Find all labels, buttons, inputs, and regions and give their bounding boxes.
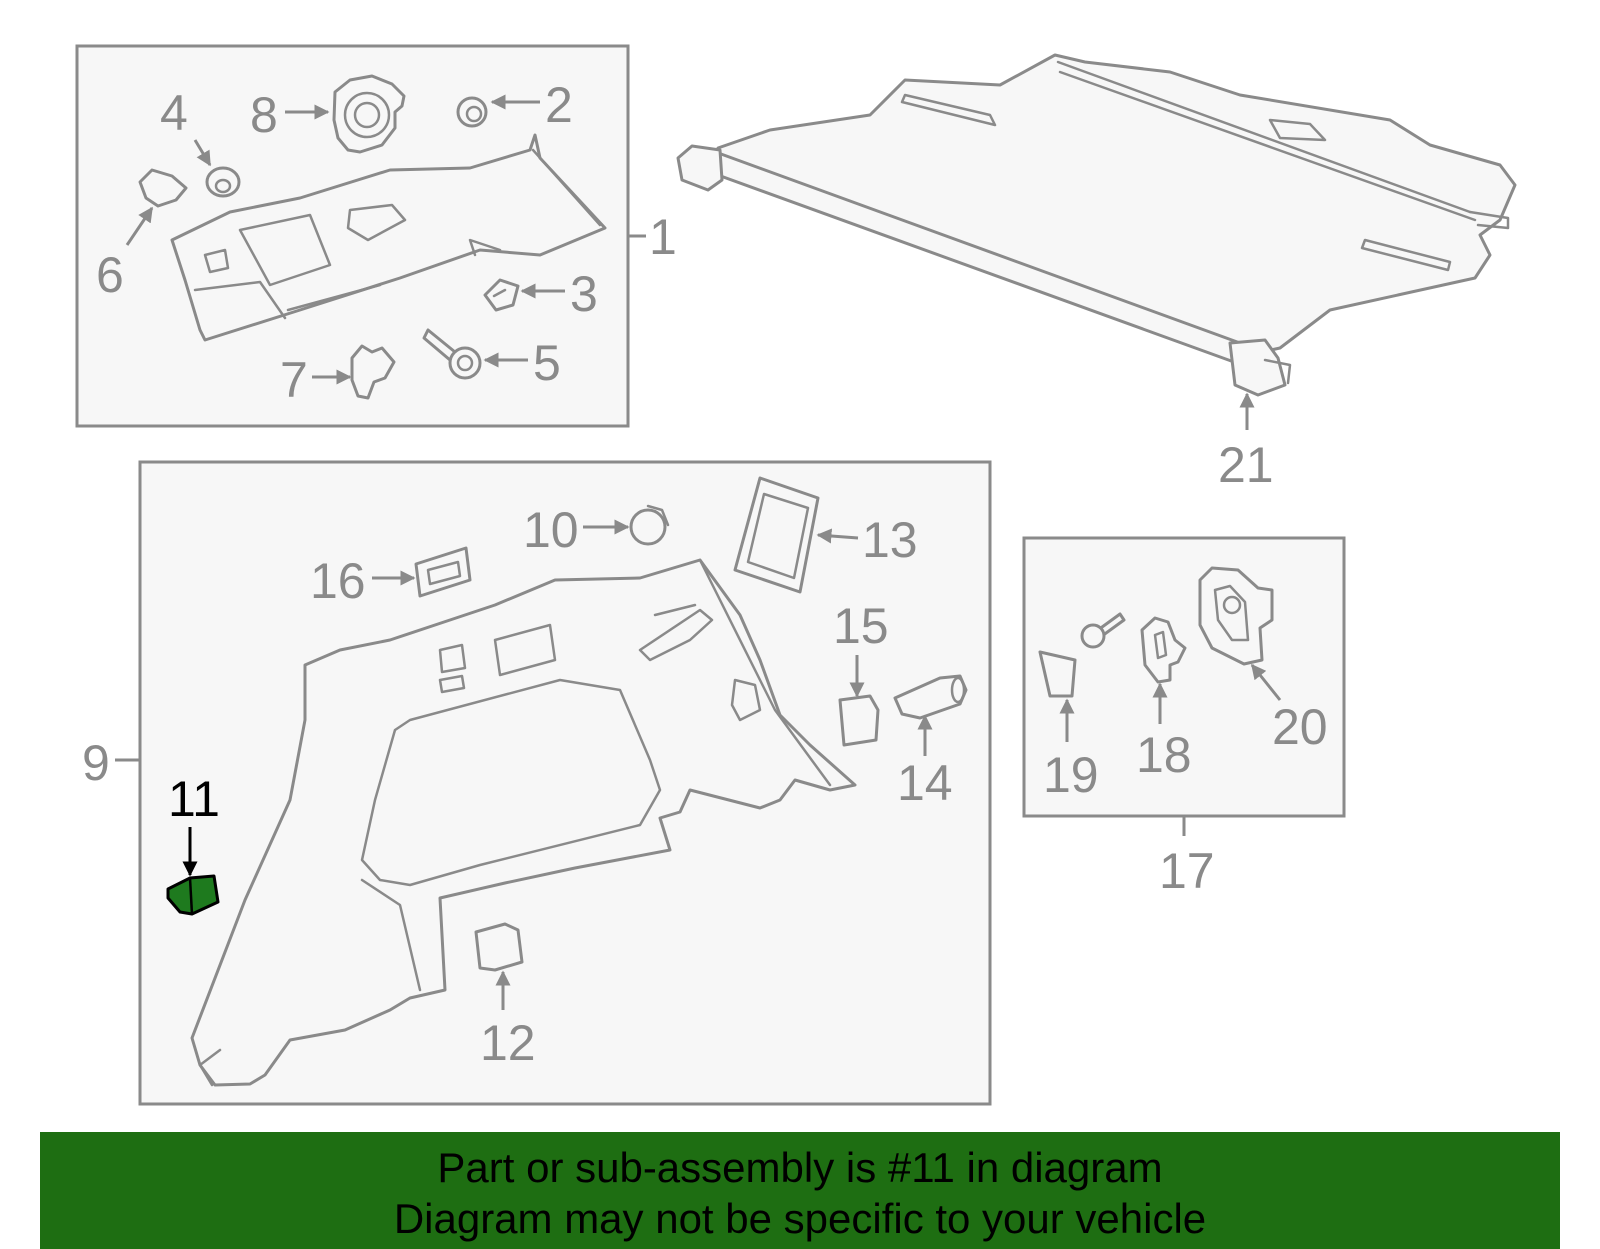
part-5-screw[interactable]: [422, 328, 482, 380]
part-21-cargo-cover[interactable]: [676, 53, 1517, 397]
svg-text:17: 17: [1159, 843, 1215, 899]
svg-text:18: 18: [1136, 727, 1192, 783]
svg-text:16: 16: [310, 553, 366, 609]
callout-17: 17: [1159, 817, 1215, 899]
svg-text:20: 20: [1272, 699, 1328, 755]
part-14-lamp[interactable]: [893, 674, 968, 720]
callout-11: 11: [168, 771, 220, 877]
callout-21: 21: [1218, 392, 1274, 493]
callout-16: 16: [310, 553, 416, 609]
callout-13: 13: [816, 512, 918, 568]
info-banner: Part or sub-assembly is #11 in diagram D…: [40, 1132, 1560, 1249]
callout-14: 14: [897, 714, 953, 811]
part-19-cap[interactable]: [1038, 650, 1077, 698]
svg-text:13: 13: [862, 512, 918, 568]
svg-text:19: 19: [1043, 747, 1099, 803]
callout-2: 2: [490, 77, 573, 133]
callout-7: 7: [280, 352, 352, 408]
callout-10: 10: [523, 502, 630, 558]
callout-3: 3: [520, 266, 598, 322]
part-20-housing[interactable]: [1198, 566, 1274, 666]
callout-6: 6: [96, 206, 154, 303]
svg-text:5: 5: [533, 335, 561, 391]
part-13-panel[interactable]: [733, 476, 820, 594]
callout-12: 12: [480, 970, 536, 1071]
part-17-screw[interactable]: [1080, 612, 1126, 649]
part-8-speaker[interactable]: [332, 74, 406, 154]
callout-19: 19: [1043, 698, 1099, 803]
svg-text:6: 6: [96, 247, 124, 303]
callout-1: 1: [627, 209, 677, 265]
part-11-highlighted[interactable]: [166, 874, 220, 916]
part-10-clip[interactable]: [629, 504, 670, 546]
part-15-pad[interactable]: [838, 694, 880, 747]
callout-5: 5: [483, 335, 561, 391]
part-1-upper-trim-panel[interactable]: [170, 133, 607, 342]
svg-text:1: 1: [649, 209, 677, 265]
part-3-retainer[interactable]: [483, 278, 520, 312]
svg-text:12: 12: [480, 1015, 536, 1071]
callout-15: 15: [833, 598, 889, 698]
callout-18: 18: [1136, 682, 1192, 783]
banner-line-2: Diagram may not be specific to your vehi…: [393, 1195, 1207, 1242]
svg-text:9: 9: [82, 735, 110, 791]
svg-text:4: 4: [160, 85, 188, 141]
svg-text:10: 10: [523, 502, 579, 558]
part-4-grommet[interactable]: [205, 166, 241, 198]
svg-text:3: 3: [570, 266, 598, 322]
svg-text:14: 14: [897, 755, 953, 811]
part-9-lower-trim-panel[interactable]: [190, 558, 857, 1087]
part-16-plate[interactable]: [414, 546, 472, 598]
svg-text:15: 15: [833, 598, 889, 654]
part-7-bracket[interactable]: [350, 344, 396, 400]
group-box-17: [1022, 536, 1346, 818]
svg-text:11: 11: [168, 771, 220, 827]
banner-line-1: Part or sub-assembly is #11 in diagram: [437, 1144, 1163, 1191]
part-6-cap[interactable]: [138, 168, 188, 208]
callout-8: 8: [250, 87, 330, 143]
part-12-pad[interactable]: [474, 922, 524, 972]
callout-20: 20: [1250, 663, 1328, 755]
svg-text:21: 21: [1218, 437, 1274, 493]
svg-text:8: 8: [250, 87, 278, 143]
svg-text:7: 7: [280, 352, 308, 408]
svg-text:2: 2: [545, 77, 573, 133]
callout-9: 9: [82, 735, 140, 791]
part-18-bracket[interactable]: [1140, 616, 1187, 684]
callout-4: 4: [160, 85, 212, 167]
part-2-clip[interactable]: [456, 96, 488, 128]
